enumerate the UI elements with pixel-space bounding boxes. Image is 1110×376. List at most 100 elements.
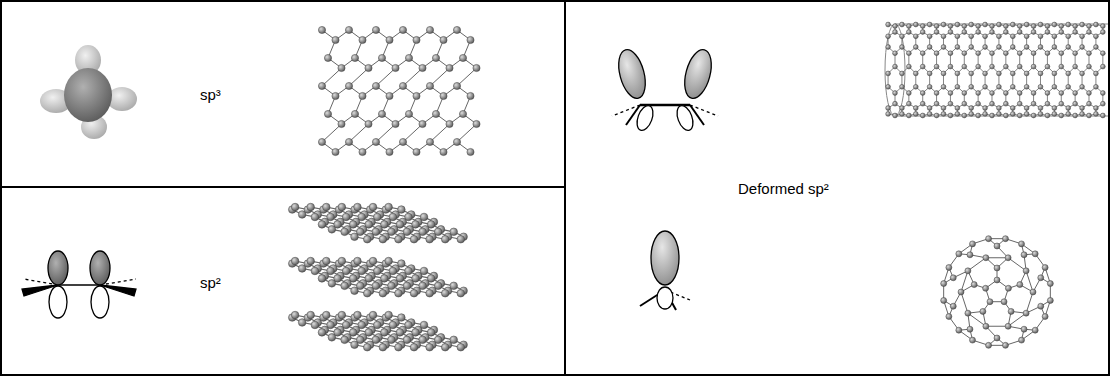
carbon-atom [1003, 64, 1008, 69]
carbon-atom [1024, 84, 1029, 89]
carbon-atom [413, 92, 420, 99]
carbon-atom [1094, 106, 1099, 111]
carbon-atom [1003, 101, 1008, 106]
carbon-atom [385, 203, 393, 211]
carbon-atom [338, 203, 346, 211]
carbon-atom [338, 120, 345, 127]
carbon-atom [372, 82, 379, 89]
carbon-atom [948, 101, 953, 106]
carbon-atom [311, 267, 319, 275]
carbon-atom [1010, 112, 1015, 117]
carbon-atom [1059, 51, 1064, 56]
carbon-atom [1066, 106, 1071, 111]
carbon-atom [1052, 71, 1057, 76]
carbon-atom [900, 112, 905, 117]
sp3-orbital [40, 45, 137, 139]
carbon-atom [1087, 113, 1092, 118]
carbon-atom [291, 203, 299, 211]
carbon-atom [976, 91, 981, 96]
carbon-atom [450, 282, 458, 290]
bond-line [457, 68, 477, 86]
carbon-atom [900, 106, 905, 111]
carbon-atom [1042, 264, 1048, 270]
carbon-atom [386, 148, 393, 155]
carbon-atom [1002, 342, 1008, 348]
carbon-atom [1080, 112, 1085, 117]
carbon-atom [413, 148, 420, 155]
carbon-atom [997, 34, 1002, 39]
carbon-atom [955, 22, 960, 27]
carbon-atom [1010, 71, 1015, 76]
bond-line [1008, 258, 1026, 271]
carbon-atom [956, 251, 962, 257]
carbon-atom [446, 120, 453, 127]
carbon-atom [1059, 101, 1064, 106]
carbon-atom [405, 110, 412, 117]
carbon-atom [1066, 71, 1071, 76]
carbon-atom [1031, 30, 1036, 35]
carbon-atom [398, 260, 406, 268]
tube-end [885, 24, 905, 116]
carbon-atom [440, 36, 447, 43]
carbon-atom [1010, 45, 1015, 50]
carbon-atom [419, 120, 426, 127]
carbon-atom [440, 92, 447, 99]
carbon-atom [969, 106, 974, 111]
carbon-atom [1045, 113, 1050, 118]
carbon-atom [399, 138, 406, 145]
carbon-atom [318, 329, 326, 337]
carbon-atom [1038, 22, 1043, 27]
carbon-atom [1038, 34, 1043, 39]
carbon-atom [969, 84, 974, 89]
carbon-atom [1032, 327, 1038, 333]
carbon-atom [1031, 101, 1036, 106]
carbon-atom [1031, 24, 1036, 29]
carbon-atom [971, 282, 977, 288]
carbon-atom [441, 343, 449, 351]
carbon-atom [1052, 34, 1057, 39]
carbon-atom [1080, 34, 1085, 39]
carbon-atom [927, 34, 932, 39]
carbon-atom [927, 71, 932, 76]
carbon-atom [983, 285, 989, 291]
carbon-atom [934, 51, 939, 56]
carbon-atom [379, 343, 387, 351]
deformed-sp2-single [640, 231, 690, 310]
bond-line [961, 292, 968, 313]
carbon-atom [948, 51, 953, 56]
carbon-atom [962, 113, 967, 118]
carbon-atom [1019, 241, 1025, 247]
carbon-atom [997, 84, 1002, 89]
carbon-atom [920, 113, 925, 118]
carbon-atom [372, 138, 379, 145]
carbon-atom [1023, 310, 1029, 316]
carbon-atom [927, 106, 932, 111]
carbon-atom [473, 64, 480, 71]
carbon-atom [997, 22, 1002, 27]
carbon-atom [385, 311, 393, 319]
bond-line [322, 124, 342, 142]
carbon-atom [351, 287, 359, 295]
carbon-atom [1017, 101, 1022, 106]
carbon-atom [1024, 34, 1029, 39]
carbon-atom [1059, 91, 1064, 96]
carbon-atom [386, 92, 393, 99]
carbon-atom [386, 36, 393, 43]
carbon-atom [1080, 106, 1085, 111]
carbon-atom [965, 310, 971, 316]
hybridization-label: sp³ [200, 86, 221, 104]
carbon-atom [432, 110, 439, 117]
carbon-atom [379, 289, 387, 297]
carbon-atom [1100, 64, 1105, 69]
carbon-atom [962, 30, 967, 35]
carbon-atom [997, 112, 1002, 117]
carbon-atom [291, 311, 299, 319]
carbon-atom [420, 321, 428, 329]
carbon-atom [1003, 30, 1008, 35]
carbon-atom [341, 228, 349, 236]
carbon-atom [398, 206, 406, 214]
carbon-atom [1073, 113, 1078, 118]
carbon-atom [955, 34, 960, 39]
carbon-atom [906, 64, 911, 69]
carbon-atom [399, 82, 406, 89]
